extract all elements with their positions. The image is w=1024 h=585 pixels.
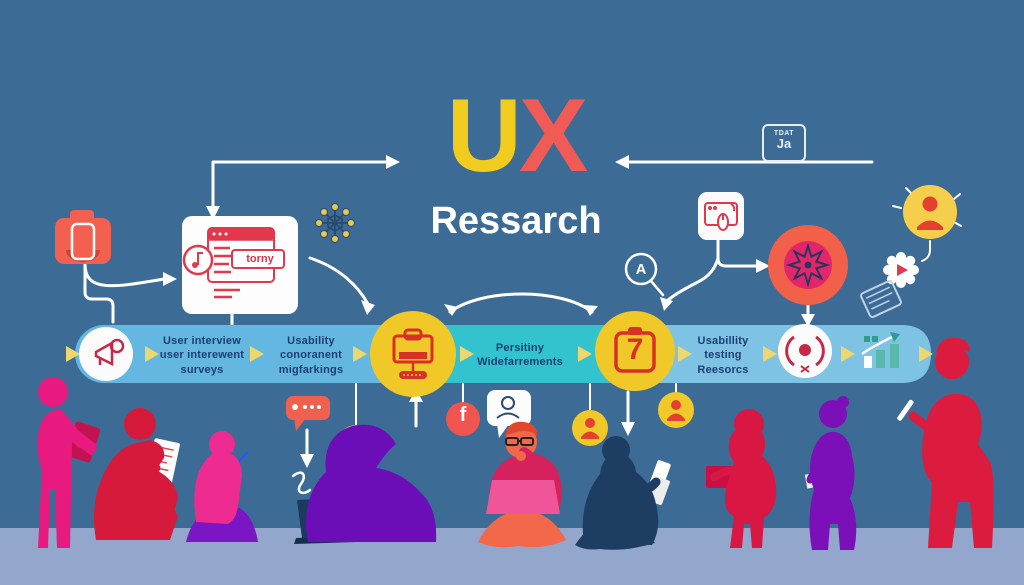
title-letter-u: U — [446, 78, 522, 194]
stage2-line2: conoranent — [280, 349, 342, 362]
calendar-icon: TDAT Ja — [762, 124, 806, 162]
browser-mouse-icon — [704, 202, 738, 231]
play-icon — [897, 264, 908, 276]
people-silhouettes — [37, 337, 994, 550]
stage1-line3: surveys — [180, 363, 224, 376]
person-sitting-reading — [94, 408, 180, 540]
person-hunched-laptop — [294, 424, 437, 544]
squiggle-line — [291, 471, 312, 495]
user-icon — [667, 400, 685, 421]
camera-phone-icon — [55, 210, 111, 264]
person-standing-tablet — [37, 377, 101, 548]
user-badge-rays — [892, 187, 962, 227]
stage1-line1: User interview — [162, 335, 241, 347]
bar-triangles — [66, 346, 933, 362]
calendar-day-label: Ja — [776, 136, 792, 151]
clipboard-7-icon — [614, 327, 656, 373]
magnifier-a-icon — [624, 252, 658, 286]
arrow-into-yellow1 — [308, 256, 370, 306]
browser-report-card — [182, 216, 298, 314]
user-badge-icon — [903, 185, 957, 239]
megaphone-node — [79, 327, 133, 381]
stylus — [237, 451, 249, 463]
timeline-stage-1: User interview user interewent surveys — [132, 334, 272, 377]
clipboard-number: 7 — [626, 333, 644, 366]
magnifier-handle — [649, 279, 665, 297]
calendar-top-label: TDAT — [773, 130, 795, 137]
stage2-line3: migfarkings — [278, 363, 344, 376]
workstation-node — [370, 311, 456, 397]
award-node — [778, 324, 832, 378]
connector-mousecard-right — [716, 238, 758, 268]
user-bubble-icon — [496, 396, 520, 419]
person-sitting-phone — [186, 431, 258, 542]
magnifier-letter: A — [635, 261, 647, 278]
flow-connectors — [83, 160, 962, 495]
timeline-stage-2: Usability conoranent migfarkings — [241, 334, 381, 377]
workstation-icon — [392, 328, 434, 379]
connector-userbadge-gear — [921, 240, 931, 262]
page-subtitle: Ressarch — [430, 200, 602, 242]
stage1-line2: user interewent — [159, 349, 245, 362]
stylus-phone — [897, 399, 914, 421]
network-graph-icon — [315, 203, 355, 243]
title-letter-x: X — [518, 78, 588, 194]
megaphone-icon — [94, 338, 125, 367]
page-title: UX — [418, 84, 614, 188]
timeline-stage-3: Persitiny Widefarrements — [445, 341, 595, 370]
browser-mouse-card — [698, 192, 744, 240]
connector-mousecard-left — [666, 256, 720, 302]
arrow-camera-to-card — [83, 262, 166, 288]
arc-between-circles — [448, 292, 594, 314]
gear-play-icon — [883, 252, 919, 288]
glasses — [505, 437, 534, 446]
receipt-icon — [860, 280, 902, 318]
stage4-line2: testing — [704, 349, 742, 362]
browser-card-label: torny — [246, 253, 274, 265]
person-standing-woman-purple — [804, 396, 857, 550]
timeline-stage-4: Usabillity testing Reesorcs — [653, 334, 793, 377]
person-crosslegged-laptop — [478, 421, 566, 548]
facebook-icon — [446, 402, 480, 436]
chat-bubble-icon — [292, 404, 321, 410]
stage3-line2: Widefarrements — [477, 356, 563, 369]
laurel-award-icon — [785, 335, 825, 373]
chat-bubble — [286, 396, 330, 431]
stage4-line1: Usabillity — [697, 335, 749, 347]
laptop — [486, 480, 560, 514]
person-sitting-navy — [575, 436, 671, 550]
clipboard-node — [595, 311, 675, 391]
user-icon — [581, 418, 599, 439]
person-standing-man-phone — [897, 337, 994, 548]
facebook-letter: f — [459, 404, 467, 426]
stage2-line1: Usability — [287, 335, 335, 347]
growth-chart-icon — [861, 332, 900, 368]
user-circle-2 — [658, 392, 694, 428]
arrow-title-left — [211, 160, 388, 210]
facebook-bubble — [446, 402, 480, 436]
starburst-badge-icon — [768, 225, 848, 305]
connector-to-circle1 — [83, 262, 115, 324]
browser-report-icon — [182, 227, 285, 299]
person-standing-woman-tablet — [706, 409, 777, 548]
stage4-line3: Reesorcs — [697, 363, 749, 376]
stage3-line1: Persitiny — [495, 342, 545, 354]
user-speech-bubble — [487, 390, 531, 438]
user-circle-1 — [572, 410, 608, 446]
